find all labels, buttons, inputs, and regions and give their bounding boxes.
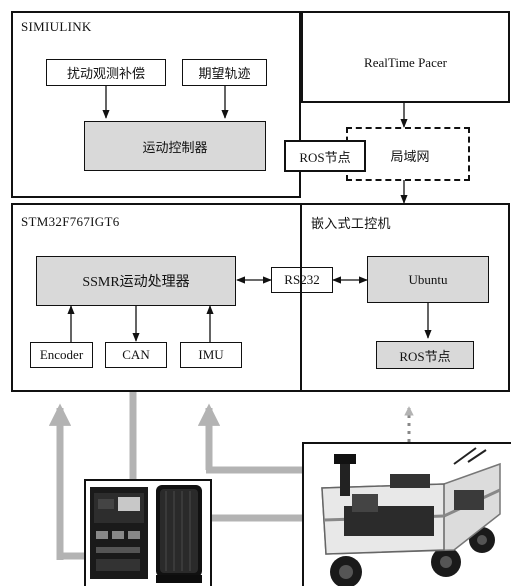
lan-label: 局域网 bbox=[370, 142, 450, 168]
disturbance-compensation-block: 扰动观测补偿 bbox=[46, 59, 166, 86]
can-block: CAN bbox=[105, 342, 167, 368]
motor-driver-photo bbox=[84, 479, 212, 586]
embedded-pc-title: 嵌入式工控机 bbox=[311, 213, 391, 232]
simulink-title: SIMIULINK bbox=[21, 19, 92, 35]
motor-driver-illustration bbox=[86, 481, 210, 586]
mobile-robot-photo bbox=[302, 442, 511, 586]
motion-controller-block: 运动控制器 bbox=[84, 121, 266, 171]
encoder-block: Encoder bbox=[30, 342, 93, 368]
ros-node-embedded-block: ROS节点 bbox=[376, 341, 474, 369]
mobile-robot-illustration bbox=[304, 444, 511, 586]
stm32-title: STM32F767IGT6 bbox=[21, 214, 120, 230]
ssmr-processor-block: SSMR运动处理器 bbox=[36, 256, 236, 306]
ros-node-box: ROS节点 bbox=[284, 140, 366, 172]
imu-block: IMU bbox=[180, 342, 242, 368]
motor-encoder-wire bbox=[60, 556, 84, 560]
ubuntu-block: Ubuntu bbox=[367, 256, 489, 303]
desired-trajectory-block: 期望轨迹 bbox=[182, 59, 267, 86]
realtime-pacer-label: RealTime Pacer bbox=[301, 50, 510, 76]
